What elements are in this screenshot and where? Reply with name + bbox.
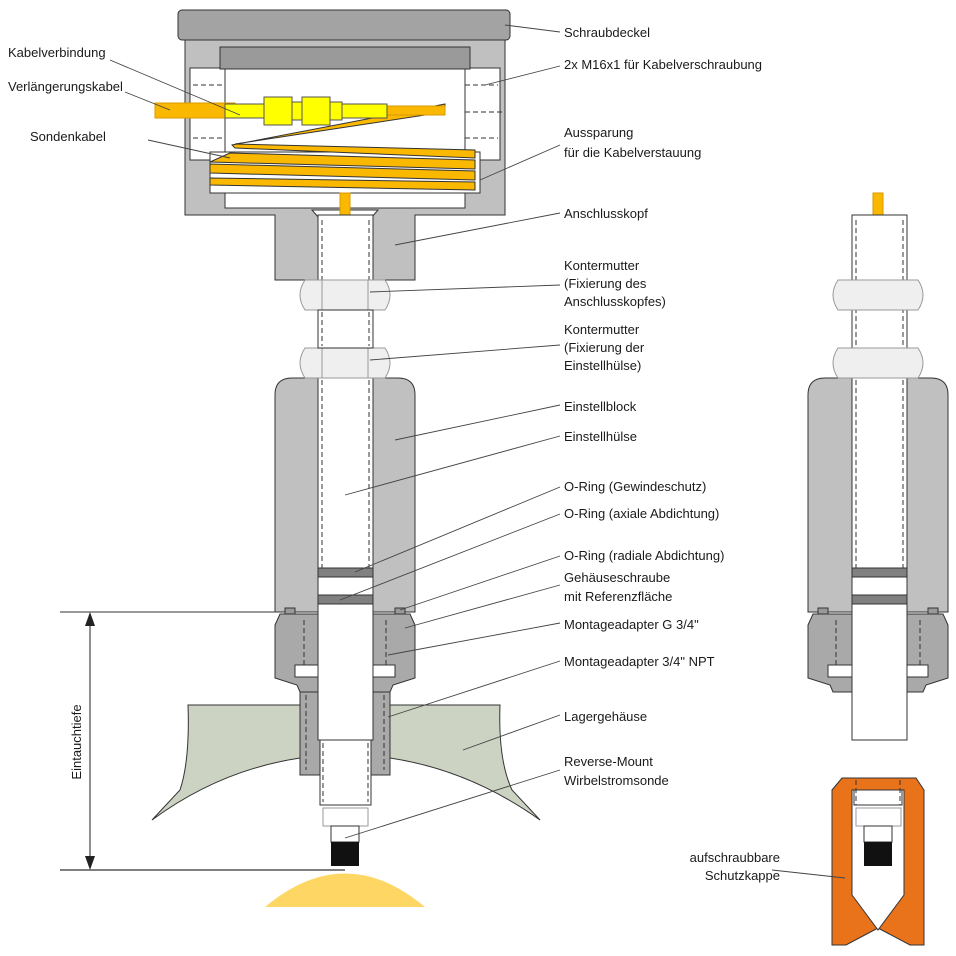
label-kontermutter1-2: (Fixierung des bbox=[564, 276, 647, 291]
label-adapter-g: Montageadapter G 3/4" bbox=[564, 617, 699, 632]
label-m16: 2x M16x1 für Kabelverschraubung bbox=[564, 57, 762, 72]
label-kabelverbindung: Kabelverbindung bbox=[8, 45, 106, 60]
o-ring-thread bbox=[317, 567, 374, 578]
lock-nut-2 bbox=[299, 347, 391, 379]
label-oring-axial: O-Ring (axiale Abdichtung) bbox=[564, 506, 719, 521]
label-kontermutter1-3: Anschlusskopfes) bbox=[564, 294, 666, 309]
label-einstellhuelse: Einstellhülse bbox=[564, 429, 637, 444]
label-anschlusskopf: Anschlusskopf bbox=[564, 206, 648, 221]
label-gehaeuseschraube-2: mit Referenzfläche bbox=[564, 589, 672, 604]
lock-nut-1 bbox=[299, 279, 391, 311]
bearing-housing-right bbox=[389, 704, 541, 821]
lock-nut-right-2 bbox=[832, 347, 924, 379]
label-gehaeuseschraube-1: Gehäuseschraube bbox=[564, 570, 670, 585]
label-schutzkappe-2: Schutzkappe bbox=[705, 868, 780, 883]
leader-lines bbox=[109, 24, 846, 879]
probe-body bbox=[317, 603, 374, 741]
probe-tip bbox=[331, 842, 359, 866]
screw-cover bbox=[177, 9, 511, 41]
label-sonde-1: Reverse-Mount bbox=[564, 754, 653, 769]
cable-gland-right bbox=[464, 67, 501, 161]
inner-cap bbox=[219, 46, 471, 70]
immersion-depth-dimension: Eintauchtiefe bbox=[60, 611, 345, 871]
o-ring-radial bbox=[284, 607, 296, 615]
label-einstellblock: Einstellblock bbox=[564, 399, 637, 414]
lock-nut-right-1 bbox=[832, 279, 924, 311]
cable-connector bbox=[224, 96, 388, 126]
label-aussparung-1: Aussparung bbox=[564, 125, 633, 140]
main-assembly bbox=[151, 9, 541, 907]
label-kontermutter2-2: (Fixierung der bbox=[564, 340, 645, 355]
label-aussparung-2: für die Kabelverstauung bbox=[564, 145, 701, 160]
probe-nut bbox=[322, 807, 369, 827]
target-shaft bbox=[265, 873, 425, 907]
probe-cable-coil bbox=[209, 103, 476, 191]
label-sondenkabel: Sondenkabel bbox=[30, 129, 106, 144]
label-adapter-npt: Montageadapter 3/4" NPT bbox=[564, 654, 715, 669]
label-kontermutter2-1: Kontermutter bbox=[564, 322, 640, 337]
bearing-housing bbox=[151, 704, 301, 821]
label-verlaengerungskabel: Verlängerungskabel bbox=[8, 79, 123, 94]
o-ring-axial bbox=[317, 594, 374, 605]
label-lagergehaeuse: Lagergehäuse bbox=[564, 709, 647, 724]
immersion-depth-label: Eintauchtiefe bbox=[69, 704, 84, 779]
label-sonde-2: Wirbelstromsonde bbox=[564, 773, 669, 788]
label-schraubdeckel: Schraubdeckel bbox=[564, 25, 650, 40]
labels: Kabelverbindung Verlängerungskabel Sonde… bbox=[8, 25, 780, 883]
label-oring-radial: O-Ring (radiale Abdichtung) bbox=[564, 548, 724, 563]
label-kontermutter2-3: Einstellhülse) bbox=[564, 358, 641, 373]
extension-cable bbox=[154, 102, 236, 119]
label-oring-gewinde: O-Ring (Gewindeschutz) bbox=[564, 479, 706, 494]
assembly-with-cap bbox=[807, 192, 949, 946]
label-schutzkappe-1: aufschraubbare bbox=[690, 850, 780, 865]
adjustment-sleeve bbox=[317, 214, 374, 576]
label-kontermutter1-1: Kontermutter bbox=[564, 258, 640, 273]
